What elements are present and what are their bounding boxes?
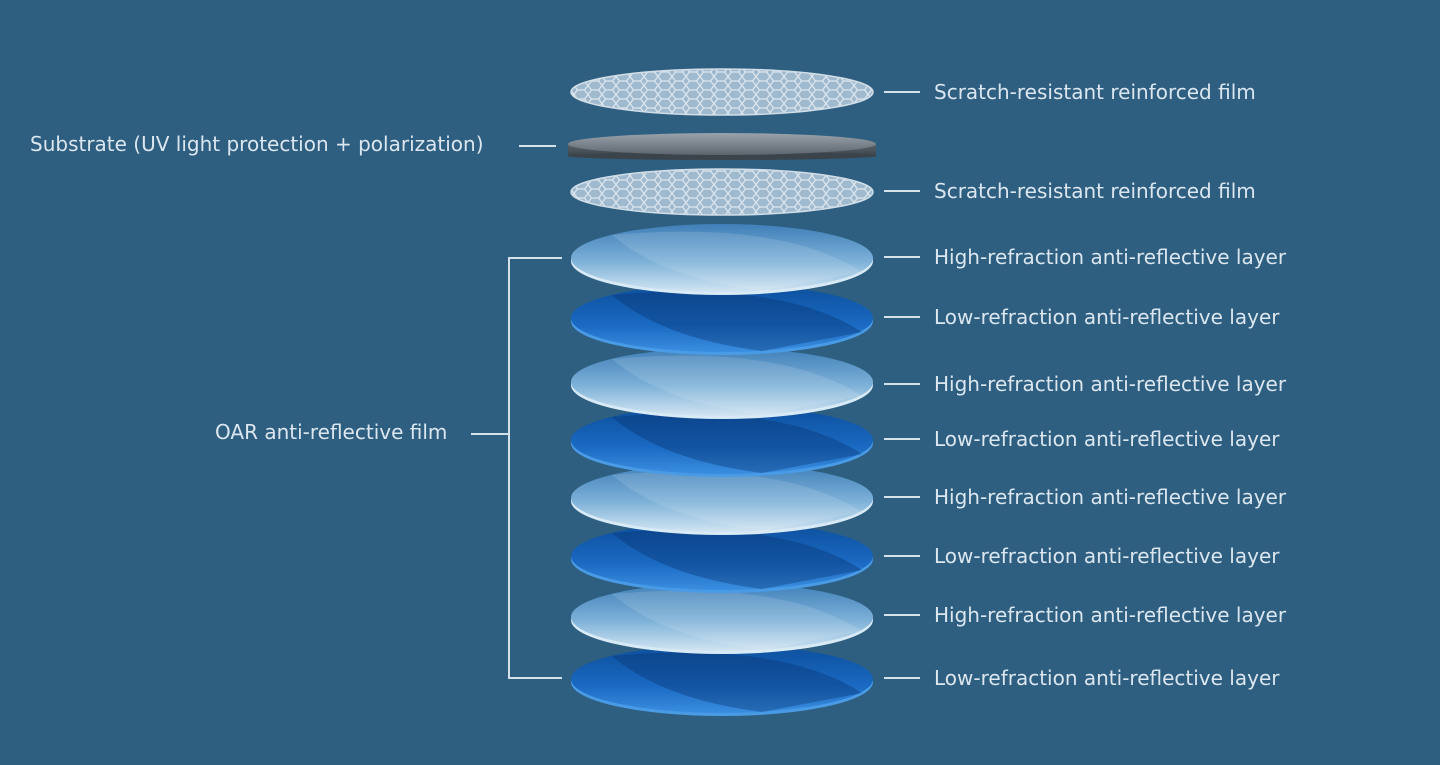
layer-low-6 [571,406,873,477]
substrate-label: Substrate (UV light protection + polariz… [30,132,484,156]
layer-substrate-1 [568,133,876,160]
layer-label-low: Low-refraction anti-reflective layer [934,666,1280,690]
layer-label-low: Low-refraction anti-reflective layer [934,427,1280,451]
layer-high-3 [571,224,873,295]
layer-label-high: High-refraction anti-reflective layer [934,603,1287,627]
layer-label-high: High-refraction anti-reflective layer [934,245,1287,269]
layer-mesh-2 [570,168,874,216]
layer-mesh-0 [570,68,874,116]
layer-label-low: Low-refraction anti-reflective layer [934,544,1280,568]
layer-low-8 [571,522,873,593]
layer-label-low: Low-refraction anti-reflective layer [934,305,1280,329]
layer-high-5 [571,348,873,419]
oar-bracket [508,257,562,679]
layer-low-10 [571,645,873,716]
layer-low-4 [571,284,873,355]
layer-label-high: High-refraction anti-reflective layer [934,372,1287,396]
oar-film-label: OAR anti-reflective film [215,420,448,444]
layer-label-mesh: Scratch-resistant reinforced film [934,179,1256,203]
layer-high-7 [571,464,873,535]
layer-label-mesh: Scratch-resistant reinforced film [934,80,1256,104]
layer-high-9 [571,583,873,654]
layer-label-high: High-refraction anti-reflective layer [934,485,1287,509]
